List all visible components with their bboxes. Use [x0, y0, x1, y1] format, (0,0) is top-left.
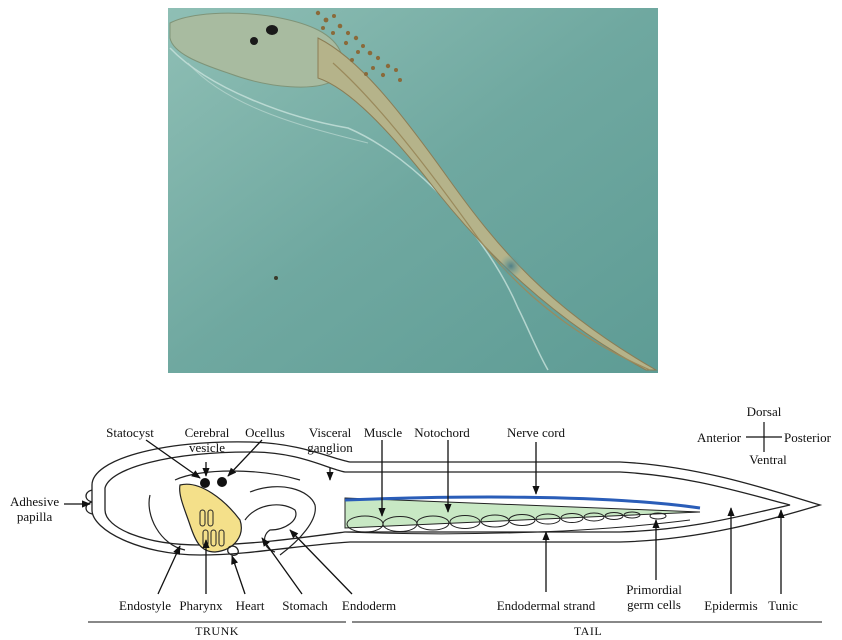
label-pharynx: Pharynx: [179, 598, 222, 613]
ocellus-spot: [266, 25, 278, 35]
axis-anterior: Anterior: [697, 430, 741, 445]
cerebral-vesicle-shape: [175, 471, 300, 480]
label-primordial-germ-cells: Primordial germ cells: [626, 582, 682, 612]
ocellus-dot: [217, 477, 227, 487]
label-statocyst: Statocyst: [106, 425, 154, 440]
larva-micrograph: [168, 8, 658, 373]
stomach-shape: [245, 505, 296, 552]
orientation-compass: [746, 422, 782, 452]
label-cerebral-vesicle: Cerebral vesicle: [185, 425, 230, 455]
label-epidermis: Epidermis: [704, 598, 757, 613]
statocyst-spot: [250, 37, 258, 45]
label-endoderm: Endoderm: [342, 598, 396, 613]
label-endostyle: Endostyle: [119, 598, 171, 613]
axis-posterior: Posterior: [784, 430, 831, 445]
pharynx-shape: [180, 484, 242, 552]
section-trunk: TRUNK: [195, 624, 239, 639]
label-stomach: Stomach: [282, 598, 328, 613]
axis-ventral: Ventral: [749, 452, 787, 467]
endoderm-shape: [250, 487, 315, 555]
label-visceral-ganglion: Visceral ganglion: [307, 425, 353, 455]
label-notochord: Notochord: [414, 425, 470, 440]
label-endodermal-strand: Endodermal strand: [497, 598, 596, 613]
label-muscle: Muscle: [364, 425, 402, 440]
label-nerve-cord: Nerve cord: [507, 425, 565, 440]
label-heart: Heart: [236, 598, 265, 613]
label-tunic: Tunic: [768, 598, 798, 613]
label-adhesive-papilla: Adhesive papilla: [10, 494, 59, 524]
section-tail: TAIL: [574, 624, 602, 639]
label-ocellus: Ocellus: [245, 425, 285, 440]
endostyle-shape: [149, 495, 185, 550]
axis-dorsal: Dorsal: [747, 404, 782, 419]
statocyst-dot: [200, 478, 210, 488]
adhesive-papilla-shape: [86, 490, 92, 514]
